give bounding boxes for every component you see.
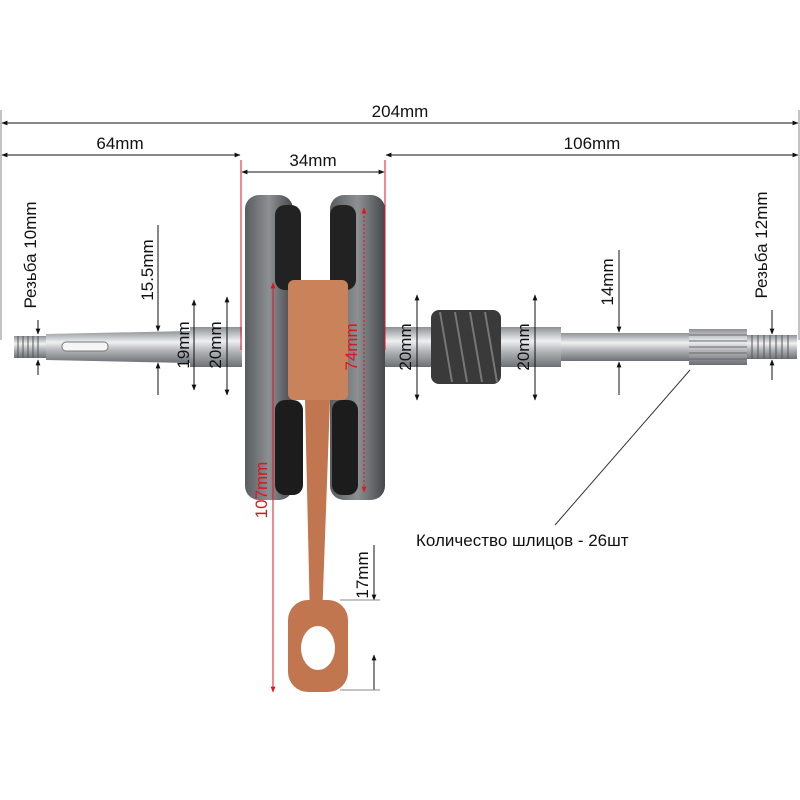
- left-journal-label: 20mm: [206, 321, 225, 368]
- small-end-label: 17mm: [353, 551, 372, 598]
- left-taper-label: 15.5mm: [138, 239, 157, 300]
- right-thread-label: Резьба 12mm: [752, 191, 771, 298]
- left-thread: [14, 336, 46, 358]
- spline-count-note: Количество шлицов - 26шт: [416, 531, 629, 550]
- right-journal-1-label: 20mm: [396, 323, 415, 370]
- overall-length-label: 204mm: [372, 102, 429, 121]
- right-shaft-label: 14mm: [598, 258, 617, 305]
- right-shaft: [561, 333, 691, 361]
- crankshaft-image: [14, 195, 797, 692]
- connecting-rod: [288, 280, 348, 692]
- flywheel-diameter-label: 74mm: [342, 323, 361, 370]
- right-journal-1: [385, 327, 431, 367]
- left-shaft-length-label: 64mm: [96, 134, 143, 153]
- left-journal: [190, 327, 242, 367]
- right-shaft-length-label: 106mm: [564, 134, 621, 153]
- left-taper: [46, 331, 190, 363]
- right-thread: [747, 335, 797, 359]
- right-journal-2-label: 20mm: [514, 323, 533, 370]
- left-thread-label: Резьба 10mm: [21, 201, 40, 308]
- crank-width-label: 34mm: [289, 151, 336, 170]
- red-dimension-lines: [240, 160, 386, 693]
- right-journal-2: [501, 327, 561, 367]
- dimension-lines: [0, 110, 800, 691]
- conrod-length-label: 107mm: [252, 462, 271, 519]
- left-journal-inner-label: 19mm: [174, 321, 193, 368]
